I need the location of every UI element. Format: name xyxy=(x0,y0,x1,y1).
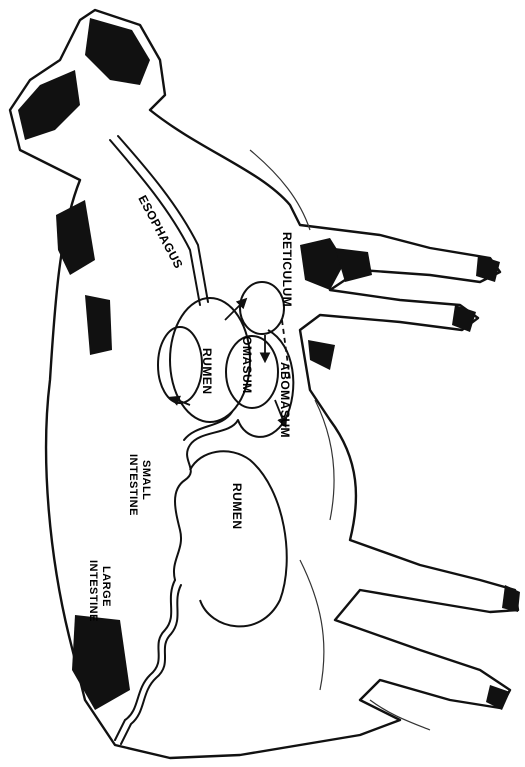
label-rumen-lower: RUMEN xyxy=(230,483,244,530)
label-small-intestine-line2: INTESTINE xyxy=(127,454,139,516)
label-large-intestine-line1: LARGE xyxy=(100,566,112,607)
label-omasum: OMASUM xyxy=(240,336,254,394)
label-reticulum: RETICULUM xyxy=(280,232,294,307)
hoof-back-1 xyxy=(502,585,520,612)
label-small-intestine-line1: SMALL xyxy=(140,460,152,500)
label-large-intestine-line2: INTESTINE xyxy=(87,560,99,622)
label-rumen-upper: RUMEN xyxy=(200,348,214,395)
label-abomasum: ABOMASUM xyxy=(278,362,292,438)
udder-shade xyxy=(308,340,335,370)
